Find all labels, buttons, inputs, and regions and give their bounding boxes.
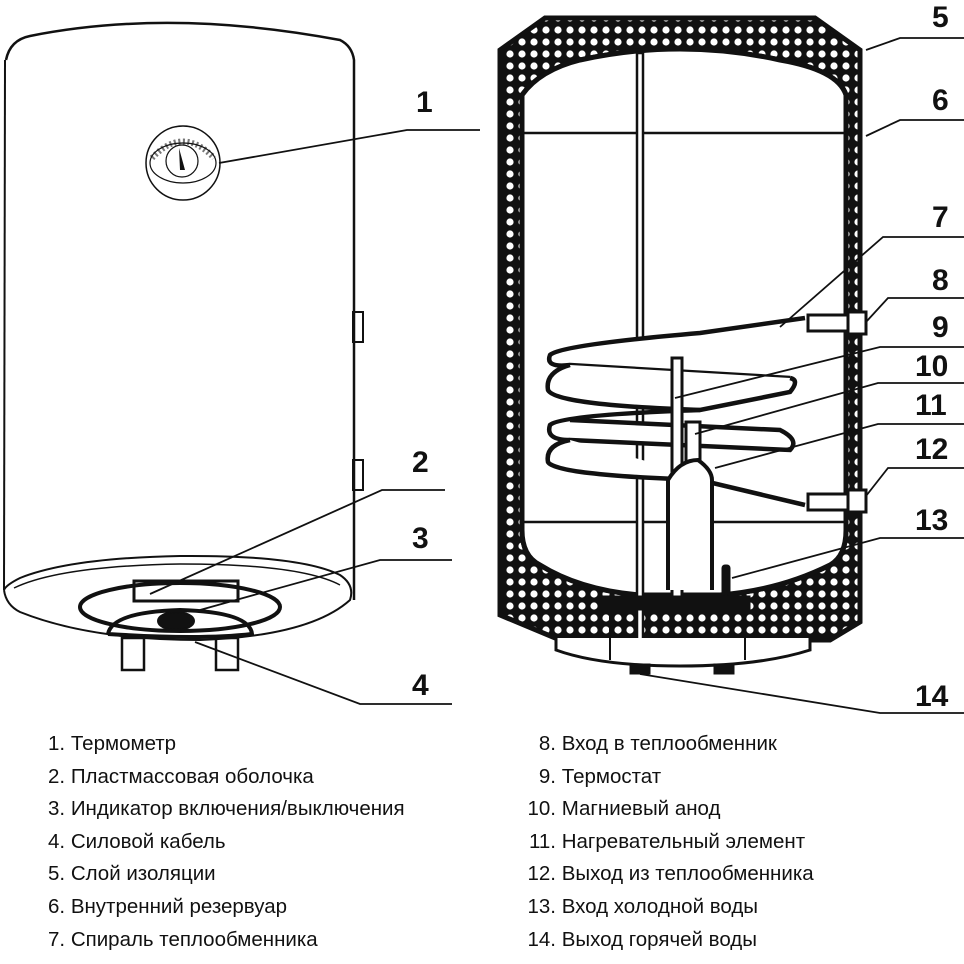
callout-3: 3 [412,522,429,555]
legend-number: 13. [527,894,557,918]
legend-number: 2. [48,764,66,788]
leader-lines [149,37,964,714]
callout-7: 7 [932,201,949,234]
callout-6: 6 [932,84,949,117]
bottom-cap-outer [3,554,353,642]
bottom-cover [106,607,255,639]
legend-item: 13. Вход холодной воды [520,891,814,924]
cold-water-inlet [721,564,731,596]
legend-label: Слой изоляции [70,862,216,886]
legend-label: Нагревательный элемент [561,829,806,853]
legend-label: Индикатор включения/выключения [70,797,405,821]
legend-label: Вход в теплообменник [561,732,777,755]
legend-number: 6. [48,894,66,918]
plastic-shell [78,581,282,633]
legend-item: 8. Вход в теплообменник [520,728,814,761]
legend-number: 7. [48,927,66,951]
legend-item: 11. Нагревательный элемент [520,826,814,859]
left-pipe [120,636,146,672]
legend-label: Внутренний резервуар [70,894,288,918]
legend-item: 12. Выход из теплообменника [520,858,814,891]
bottom-cover-section [554,638,812,668]
legend-item: 7. Спираль теплообменника [48,924,405,957]
legend-label: Пластмассовая оболочка [70,764,314,788]
legend-label: Термометр [70,732,177,755]
legend-item: 1. Термометр [48,728,405,761]
callout-10: 10 [915,350,948,383]
legend-label: Термостат [561,764,662,788]
legend-number: 14. [527,927,557,951]
cross-section-view [497,15,868,675]
callout-numbers: 1 2 3 4 5 6 7 8 9 10 11 12 13 14 [412,1,949,713]
legend-item: 5. Слой изоляции [48,858,405,891]
legend-number: 8. [538,732,556,755]
legend-item: 9. Термостат [520,761,814,794]
callout-8: 8 [932,264,949,297]
magnesium-anode [684,420,702,464]
legend-number: 12. [527,862,557,886]
callout-5: 5 [932,1,949,34]
legend-label: Выход горячей воды [561,927,757,951]
legend-label: Силовой кабель [70,829,226,853]
callout-9: 9 [932,311,949,344]
legend-item: 10. Магниевый анод [520,793,814,826]
legend-label: Выход из теплообменника [561,862,814,886]
legend-left: 1. Термометр 2. Пластмассовая оболочка 3… [48,728,405,956]
exterior-view [3,21,364,672]
legend-item: 14. Выход горячей воды [520,924,814,957]
legend-right: 8. Вход в теплообменник 9. Термостат 10.… [520,728,814,956]
legend-label: Магниевый анод [561,797,721,821]
callout-12: 12 [915,433,948,466]
legend-label: Спираль теплообменника [70,927,318,951]
legend-number: 1. [48,732,66,755]
legend-number: 3. [48,797,66,821]
right-pipe [214,636,240,672]
legend-number: 10. [527,797,557,821]
callout-11: 11 [915,389,947,422]
cold-inlet-nozzle [713,663,735,675]
lower-bracket [352,459,364,491]
callout-13: 13 [915,504,948,537]
legend-item: 3. Индикатор включения/выключения [48,793,405,826]
legend-number: 11. [529,829,556,853]
heating-element [666,457,714,590]
flange [599,595,751,611]
legend-item: 6. Внутренний резервуар [48,891,405,924]
legend-number: 9. [538,764,556,788]
callout-14: 14 [915,680,949,713]
legend-label: Вход холодной воды [561,894,759,918]
upper-bracket [352,311,364,343]
callout-4: 4 [412,669,429,702]
indicator-plate [132,579,240,603]
legend-number: 4. [48,829,66,853]
thermometer-icon [145,125,221,201]
legend-item: 2. Пластмассовая оболочка [48,761,405,794]
hot-water-outlet-nozzle [629,663,651,675]
callout-1: 1 [416,86,433,119]
cable-gland [157,611,195,631]
bottom-cap-inner [13,563,341,589]
legend-number: 5. [48,862,66,886]
legend-item: 4. Силовой кабель [48,826,405,859]
tank-body-outline [4,21,356,600]
water-heater-diagram: 1 2 3 4 5 6 7 8 9 10 11 12 13 14 [3,1,964,714]
tank-left-wall [3,59,6,591]
callout-2: 2 [412,446,429,479]
